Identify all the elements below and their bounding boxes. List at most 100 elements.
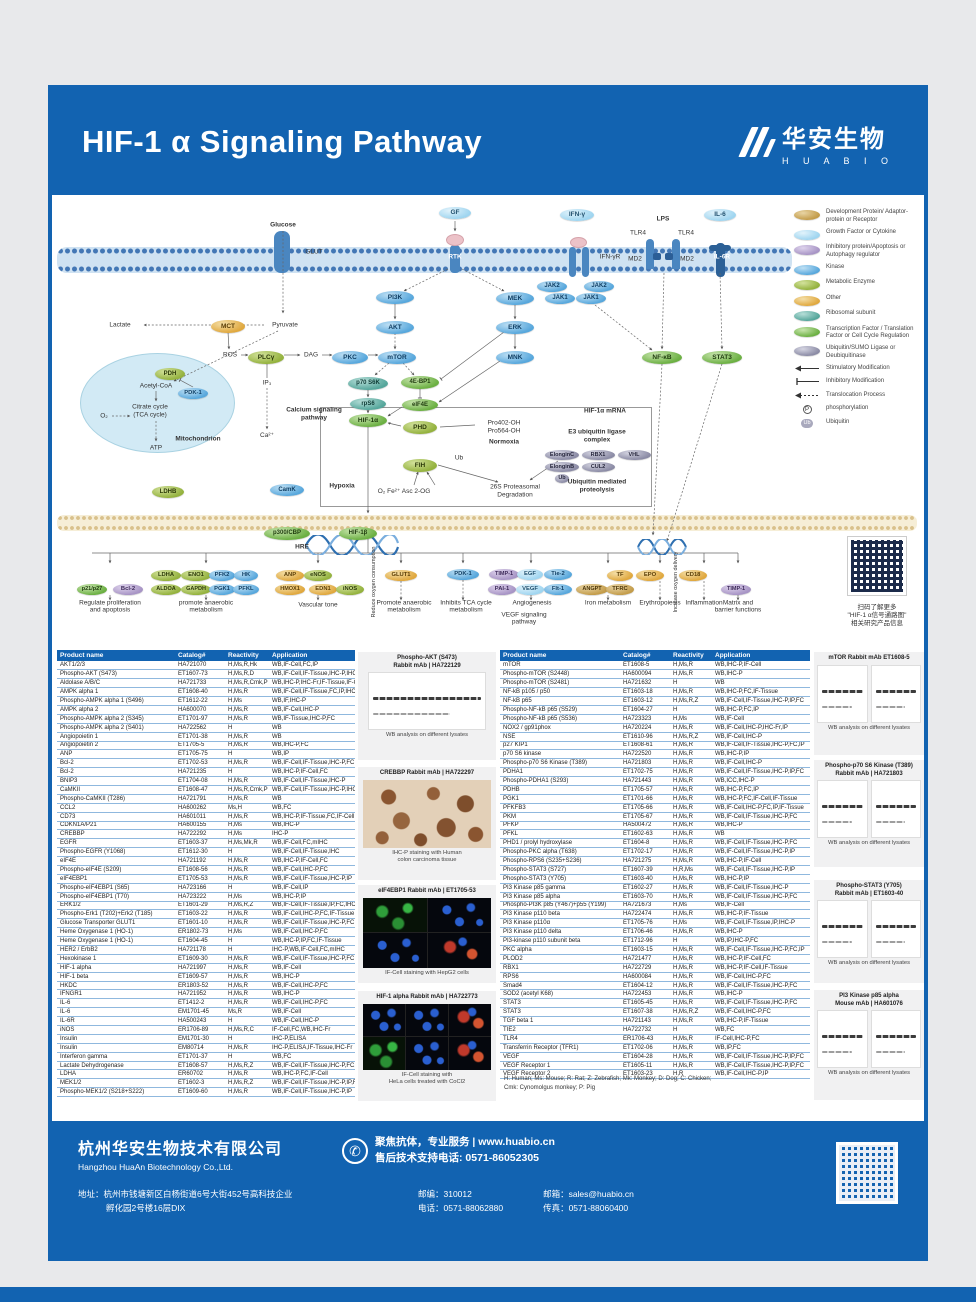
- poster: HIF-1 α Signaling Pathway 华安生物 H U A B I…: [48, 85, 928, 1261]
- node-epo: EPO: [636, 569, 664, 581]
- node-rbx1: RBX1: [581, 450, 615, 460]
- legend-item-metabolic-enzyme: Metabolic Enzyme: [794, 279, 922, 290]
- label-ca: Ca²⁺: [260, 432, 274, 439]
- label-promote-anaerobic: promote anaerobic: [178, 599, 234, 607]
- node-angpt: ANGPT: [576, 583, 608, 595]
- label-and-apoptosis: and apoptosis: [89, 606, 131, 614]
- legend-item-transcription-fact: Transcription Factor / Translation Facto…: [794, 326, 922, 341]
- legend-item-ubiquitin-sumo-lig: Ubiquitin/SUMO Ligase or Deubiquitinase: [794, 345, 922, 360]
- bottom-strip: [0, 1287, 976, 1302]
- label-ubiquitin-mediated: Ubiquitin mediated: [567, 478, 627, 486]
- node-elonginc: ElonginC: [545, 450, 579, 460]
- label-glut: GLUT: [305, 248, 323, 256]
- label-hre: HRE: [295, 543, 309, 551]
- label-rtk: RTK: [448, 253, 462, 261]
- node-eif4e: eIF4E: [402, 399, 438, 411]
- label-citrate-cycle: Citrate cycle: [132, 403, 168, 411]
- label-hypoxia: Hypoxia: [329, 482, 355, 490]
- edge: [594, 304, 653, 351]
- legend-swatch: [794, 229, 820, 240]
- figure-title: Mouse mAb | HA601076: [835, 1000, 903, 1007]
- poster-content: Development Protein/ Adaptor-protein or …: [52, 195, 924, 1129]
- pathway-qr-code: [847, 536, 907, 596]
- label-inflammation: Inflammation: [685, 599, 723, 607]
- node-mnk: MNK: [496, 350, 534, 364]
- label-calcium-signaling: Calcium signaling: [286, 406, 342, 414]
- label-atp: ATP: [149, 444, 163, 452]
- label-proteolysis: proteolysis: [579, 486, 615, 494]
- label-barrier-functions: barrier functions: [714, 606, 762, 614]
- figure-caption: WB analysis on different lysates: [827, 840, 911, 846]
- footer-qr-code: [836, 1142, 898, 1204]
- label-metabolism: metabolism: [449, 606, 483, 614]
- node-glut1: GLUT1: [385, 569, 417, 581]
- footer-support: 售后技术支持电话: 0571-86052305: [375, 1151, 540, 1164]
- dna-icon: [637, 539, 687, 555]
- figure-caption: WB analysis on different lysates: [827, 724, 911, 731]
- edge: [227, 331, 231, 350]
- label-pathway: pathway: [511, 618, 537, 626]
- label-increase-oxygen-delivery: Increase oxygen delivery: [673, 551, 679, 613]
- node-eno1: ENO1: [181, 569, 211, 581]
- label-degradation: Degradation: [497, 491, 533, 499]
- poster-header: HIF-1 α Signaling Pathway 华安生物 H U A B I…: [52, 89, 924, 195]
- label-vascular-tone: Vascular tone: [298, 601, 338, 609]
- node-ldha: LDHA: [151, 569, 181, 581]
- figure-title: PI3 Kinase p85 alpha: [839, 993, 899, 999]
- node-mek: MEK: [496, 291, 534, 305]
- label-reduce-oxygen-consumption: Reduce oxygen consumption: [371, 546, 377, 618]
- node-pfkl: PFKL: [233, 583, 259, 595]
- node-akt: AKT: [376, 320, 414, 334]
- label-angiogenesis: Angiogenesis: [512, 599, 552, 607]
- legend-swatch: [794, 210, 820, 220]
- label-pathway: pathway: [300, 414, 328, 422]
- node-timp-1: TIMP-1: [489, 568, 519, 580]
- figure-title: Rabbit mAb | ET1603-40: [834, 890, 904, 897]
- figure-caption: IHC-P staining with Human: [392, 849, 462, 856]
- col-header-reactivity: Reactivity: [670, 650, 712, 661]
- huabio-logo: 华安生物 H U A B I O: [738, 119, 894, 166]
- ifng-ligand: [570, 237, 587, 248]
- node-mct: MCT: [211, 319, 245, 333]
- qr-caption: "HIF-1 α信号通路图": [847, 612, 907, 619]
- node-tfrc: TFRC: [606, 583, 634, 595]
- label-md2: MD2: [628, 255, 642, 263]
